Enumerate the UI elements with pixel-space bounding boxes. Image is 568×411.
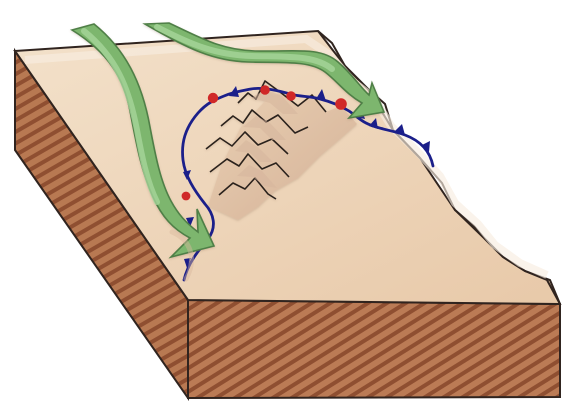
warm-front-symbol [286, 91, 296, 101]
warm-front-symbol [260, 85, 270, 95]
warm-front-symbol [208, 93, 218, 103]
front-side-face [188, 300, 560, 398]
warm-front-symbol [335, 98, 347, 110]
warm-front-symbol [182, 192, 191, 201]
